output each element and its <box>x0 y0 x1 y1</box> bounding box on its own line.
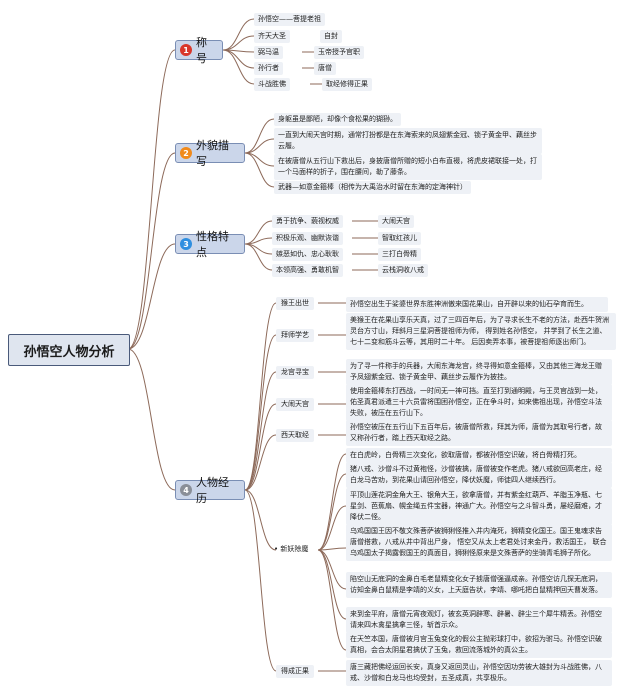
leaf-line <box>244 243 273 271</box>
trait-example[interactable]: 三打白骨精 <box>378 248 421 261</box>
experience-subtopic[interactable]: 西天取经 <box>276 429 314 442</box>
demon-episode[interactable]: 在白虎岭，白骨精三次变化，欲取唐僧，都被孙悟空识破，将白骨精打死。 <box>346 448 612 463</box>
title-item[interactable]: 孙行者 <box>254 62 283 75</box>
leaf-line <box>244 243 273 255</box>
detail-link-line <box>317 549 347 620</box>
title-item-detail[interactable]: 唐僧 <box>314 62 336 75</box>
category-appearance[interactable]: 2 外貌描写 <box>175 139 245 168</box>
demon-episode[interactable]: 在天竺本国，唐僧被月宫玉兔变化的假公主抛彩球打中，欲招为驸马。孙悟空识破真相，会… <box>346 632 612 658</box>
subtopic-line <box>244 334 277 491</box>
leaf-line <box>244 138 275 154</box>
number-1-icon: 1 <box>180 44 192 56</box>
category-personality[interactable]: 3 性格特点 <box>175 230 245 259</box>
experience-detail[interactable]: 美猴王在花果山享乐天真，过了三四百年后，为了寻求长生不老的方法，赴西牛贺洲灵台方… <box>346 313 616 350</box>
number-3-icon: 3 <box>180 238 192 250</box>
experience-detail[interactable]: 孙悟空出生于娑婆世界东胜神洲傲来国花果山，自开辟以来的仙石孕育而生。 <box>346 297 608 312</box>
experience-detail[interactable]: 使用金箍棒东打西战，一时间无一神可挡。直至打到通明殿，与王灵官战到一处，佑圣真君… <box>346 384 612 421</box>
appearance-item[interactable]: 一直到大闹天宫时期，通常打扮都是在东海索来的凤翅紫金冠、锁子黄金甲、藕丝步云履。 <box>274 128 542 154</box>
subtopic-line <box>244 489 277 672</box>
trait-example[interactable]: 大闹天宫 <box>378 215 414 228</box>
root-topic[interactable]: 孙悟空人物分析 <box>8 334 130 366</box>
experience-detail[interactable]: 为了寻一件称手的兵器，大闹东海龙宫，终寻得如意金箍棒，又由其他三海龙王赠予凤翅紫… <box>346 359 612 385</box>
title-item[interactable]: 齐天大圣 <box>254 30 290 43</box>
trait-item[interactable]: 勇于抗争、藐视权威 <box>272 215 343 228</box>
category-label: 外貌描写 <box>196 139 229 168</box>
title-item[interactable]: 孙悟空——菩提老祖 <box>254 13 325 26</box>
trait-example[interactable]: 智取红孩儿 <box>378 232 421 245</box>
experience-detail[interactable]: 孙悟空被压在五行山下五百年后，被唐僧所救，拜其为师，唐僧为其取号行者，故又称孙行… <box>346 420 612 446</box>
subtopic-line <box>244 489 277 551</box>
category-label: 性格特点 <box>196 230 229 259</box>
experience-subtopic[interactable]: 大闹天宫 <box>276 398 314 411</box>
root-branch-line <box>127 243 176 350</box>
demon-episode[interactable]: 来到金平府，唐僧元宵夜观灯，被玄英洞辟寒、辟暑、辟尘三个犀牛精丢。孙悟空请来四木… <box>346 607 612 633</box>
appearance-item[interactable]: 武器—如意金箍棒（相传为大禹治水时留在东海的定海神针） <box>274 181 471 194</box>
root-branch-line <box>127 152 176 350</box>
demon-episode[interactable]: 猪八戒、沙僧斗不过黄袍怪，沙僧被擒，唐僧被变作老虎。猪八戒欲回高老庄，经白龙马苦… <box>346 462 612 488</box>
detail-link-line <box>317 547 347 551</box>
subtopic-line <box>244 403 277 491</box>
demon-episode[interactable]: 乌鸡国国王因不敬文殊菩萨被狮猁怪推入井内淹死，狮精变化国王。国王鬼魂求告唐僧搭救… <box>346 524 612 561</box>
title-item-detail[interactable]: 自封 <box>320 30 342 43</box>
detail-link-line <box>317 453 347 551</box>
trait-item[interactable]: 积极乐观、幽默诙谐 <box>272 232 343 245</box>
demon-episode[interactable]: 陷空山无底洞的金鼻白毛老鼠精变化女子掳唐僧强逼成亲。孙悟空访几探无底洞，访知金鼻… <box>346 572 612 598</box>
category-titles[interactable]: 1 称号 <box>175 36 223 65</box>
demon-episode[interactable]: 平顶山莲花洞金角大王、银角大王，欲拿唐僧，并有紫金红葫芦、羊脂玉净瓶、七星剑、芭… <box>346 488 612 525</box>
trait-item[interactable]: 嫉恶如仇、忠心耿耿 <box>272 248 343 261</box>
experience-subtopic[interactable]: 拜师学艺 <box>276 329 314 342</box>
category-label: 人物经历 <box>196 476 229 505</box>
subtopic-line <box>244 302 277 491</box>
category-experiences[interactable]: 4 人物经历 <box>175 476 245 505</box>
trait-example[interactable]: 云栈洞收八戒 <box>378 264 428 277</box>
experience-subtopic[interactable]: 猴王出世 <box>276 297 314 310</box>
title-item[interactable]: 斗战胜佛 <box>254 78 290 91</box>
detail-link-line <box>317 473 347 551</box>
leaf-line <box>244 152 275 188</box>
subtopic-label: 新妖除魔 <box>280 545 309 553</box>
leaf-line <box>244 118 275 154</box>
leaf-line <box>244 220 273 245</box>
title-item[interactable]: 弼马温 <box>254 46 283 59</box>
root-branch-line <box>127 49 176 350</box>
experience-subtopic[interactable]: • 新妖除魔 <box>274 545 309 553</box>
leaf-line <box>222 18 255 51</box>
number-4-icon: 4 <box>180 484 192 496</box>
appearance-item[interactable]: 在被唐僧从五行山下救出后，身披唐僧所赠的短小白布直裰，将虎皮裙联接一处，打一个马… <box>274 154 542 180</box>
experience-subtopic[interactable]: 得成正果 <box>276 665 314 678</box>
leaf-line <box>244 152 275 167</box>
leaf-line <box>222 35 255 51</box>
experience-subtopic[interactable]: 龙宫寻宝 <box>276 366 314 379</box>
leaf-line <box>222 49 255 69</box>
leaf-line <box>222 49 255 85</box>
root-branch-line <box>127 348 176 491</box>
title-item-detail[interactable]: 取经修得正果 <box>322 78 372 91</box>
detail-link-line <box>317 505 347 551</box>
subtopic-line <box>244 434 277 491</box>
category-label: 称号 <box>196 36 207 65</box>
experience-detail[interactable]: 唐三藏把佛经运回长安，真身又返回灵山，孙悟空因功劳被大雄封为斗战胜佛，八戒、沙僧… <box>346 660 612 686</box>
number-2-icon: 2 <box>180 147 192 159</box>
trait-item[interactable]: 本领高强、勇敢机智 <box>272 264 343 277</box>
detail-link-line <box>317 549 347 651</box>
appearance-item[interactable]: 身躯虽是鄙陋，却像个食松果的猢狲。 <box>274 113 401 126</box>
subtopic-line <box>244 371 277 491</box>
title-item-detail[interactable]: 玉帝授予官职 <box>314 46 364 59</box>
